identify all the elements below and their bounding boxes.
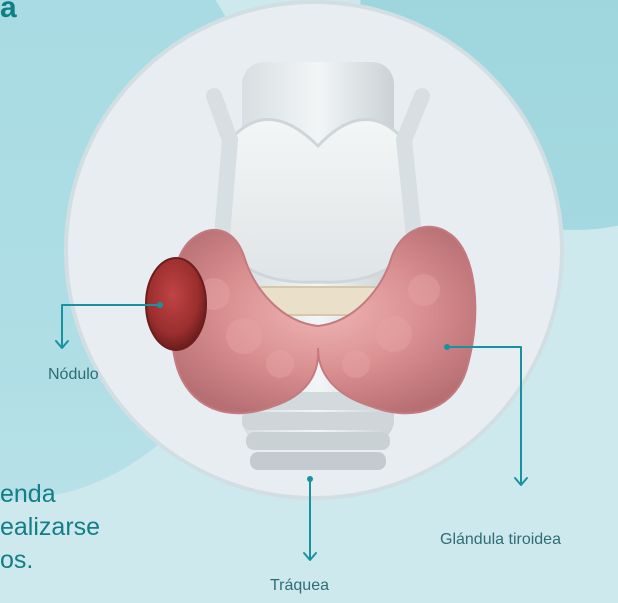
nodule-label: Nódulo [48, 365, 99, 385]
body-text-line: ealizarse [0, 511, 100, 544]
thyroid-gland-label: Glándula tiroidea [440, 530, 561, 550]
body-text-line: enda [0, 478, 100, 511]
body-text: enda ealizarse os. [0, 478, 100, 577]
body-text-line: os. [0, 544, 100, 577]
thyroid-illustration [68, 4, 564, 500]
trachea-label: Tráquea [270, 576, 329, 596]
illustration-circle [64, 0, 564, 500]
page-title: a [0, 0, 17, 28]
nodule-shape [146, 258, 206, 350]
